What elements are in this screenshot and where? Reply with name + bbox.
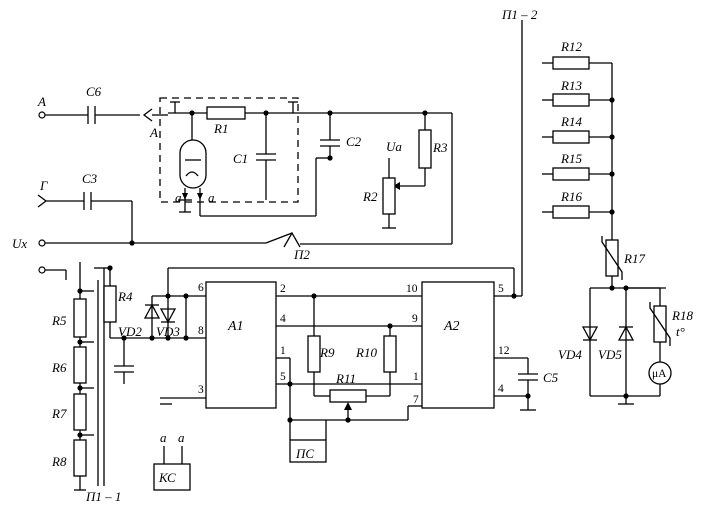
resistor-r8 (73, 439, 87, 477)
resistor-r10 (383, 335, 397, 373)
label-a2: A2 (443, 319, 460, 334)
label-ps: ПС (295, 446, 314, 461)
label-r5: R5 (51, 313, 67, 328)
label-r3: R3 (432, 140, 448, 155)
pin-a2-9: 9 (412, 313, 418, 325)
label-microammeter: μA (652, 368, 667, 380)
label-vd2: VD2 (118, 324, 142, 339)
probe-dashed-box (159, 97, 299, 203)
label-c3: C3 (82, 171, 98, 186)
label-ks-a1: a (160, 430, 167, 445)
label-ks-a2: a (178, 430, 185, 445)
label-r4: R4 (117, 289, 133, 304)
resistor-r16 (552, 205, 590, 219)
resistor-r12 (552, 56, 590, 70)
label-tube-a-right: a (208, 190, 215, 205)
label-vd5: VD5 (598, 347, 622, 362)
resistor-r15 (552, 167, 590, 181)
pin-a1-4: 4 (280, 313, 286, 325)
pin-a1-2: 2 (280, 283, 286, 295)
vacuum-tube (178, 113, 207, 213)
label-r2: R2 (362, 189, 378, 204)
label-a-input: A (37, 94, 46, 109)
label-vd3: VD3 (156, 324, 180, 339)
resistor-r5 (73, 298, 87, 338)
label-r9: R9 (319, 345, 335, 360)
label-r16: R16 (560, 189, 582, 204)
label-c5: C5 (543, 370, 559, 385)
pin-a2-4: 4 (498, 383, 504, 395)
label-p2: П2 (293, 247, 310, 262)
block-ks (153, 463, 191, 491)
label-c6: C6 (86, 84, 102, 99)
pin-a2-12: 12 (498, 345, 510, 357)
label-r6: R6 (51, 360, 67, 375)
resistor-r14 (552, 130, 590, 144)
label-vd4: VD4 (558, 347, 582, 362)
resistor-r4 (103, 285, 117, 323)
label-r12: R12 (560, 39, 582, 54)
label-c2: C2 (346, 134, 362, 149)
label-p1-1: П1 – 1 (85, 489, 121, 504)
input-a-section (38, 106, 168, 124)
pin-a2-5: 5 (498, 283, 504, 295)
resistor-r9 (307, 335, 321, 373)
label-r10: R10 (355, 345, 377, 360)
resistor-r11 (329, 389, 367, 403)
resistor-r7 (73, 393, 87, 431)
resistor-r6 (73, 346, 87, 384)
resistor-r2 (382, 177, 396, 215)
resistor-r1 (206, 106, 246, 120)
label-ua: Ua (386, 139, 402, 154)
label-r1: R1 (213, 121, 228, 136)
label-r7: R7 (51, 406, 67, 421)
resistor-r13 (552, 93, 590, 107)
pin-a1-1: 1 (280, 345, 286, 357)
resistor-r3 (418, 129, 432, 169)
pin-a2-1: 1 (413, 371, 419, 383)
label-r11: R11 (335, 371, 356, 386)
pin-a2-10: 10 (406, 283, 418, 295)
label-a-probe: A (149, 125, 158, 140)
label-c1: C1 (233, 151, 248, 166)
label-temperature: t° (676, 324, 685, 339)
pin-a1-3: 3 (198, 384, 204, 396)
label-r18: R18 (671, 308, 693, 323)
label-a1: A1 (227, 319, 244, 334)
label-ks: КС (158, 470, 176, 485)
pin-a2-7: 7 (413, 394, 419, 406)
label-tube-a-left: a (175, 190, 182, 205)
block-a2 (421, 281, 495, 409)
label-g-input: Г (39, 178, 48, 193)
pin-a1-5: 5 (280, 371, 286, 383)
label-p1-2: П1 – 2 (501, 7, 538, 22)
label-r15: R15 (560, 151, 582, 166)
pin-a1-8: 8 (198, 325, 204, 337)
label-r8: R8 (51, 454, 67, 469)
label-r13: R13 (560, 78, 582, 93)
label-r17: R17 (623, 251, 645, 266)
block-a1 (205, 281, 277, 409)
pin-a1-6: 6 (198, 282, 204, 294)
label-ux: Ux (12, 236, 27, 251)
block-ps (289, 439, 327, 463)
label-r14: R14 (560, 114, 582, 129)
